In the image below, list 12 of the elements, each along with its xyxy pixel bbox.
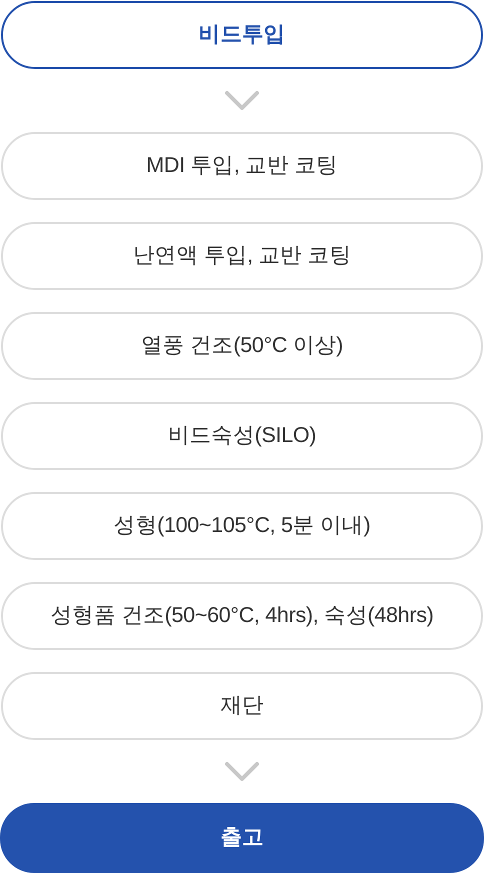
chevron-arrow: [225, 91, 259, 110]
step-label: 비드투입: [198, 22, 286, 48]
step-label: 성형(100~105°C, 5분 이내): [114, 513, 370, 539]
step-label: 성형품 건조(50~60°C, 4hrs), 숙성(48hrs): [50, 603, 434, 629]
step-label: 재단: [220, 693, 264, 719]
step-label: 비드숙성(SILO): [168, 423, 316, 449]
step-label: MDI 투입, 교반 코팅: [146, 153, 338, 179]
chevron-arrow: [225, 762, 259, 781]
step-label: 열풍 건조(50°C 이상): [140, 333, 344, 359]
process-box: [0, 803, 484, 873]
step-label: 출고: [220, 825, 264, 851]
step-label: 난연액 투입, 교반 코팅: [133, 243, 351, 269]
